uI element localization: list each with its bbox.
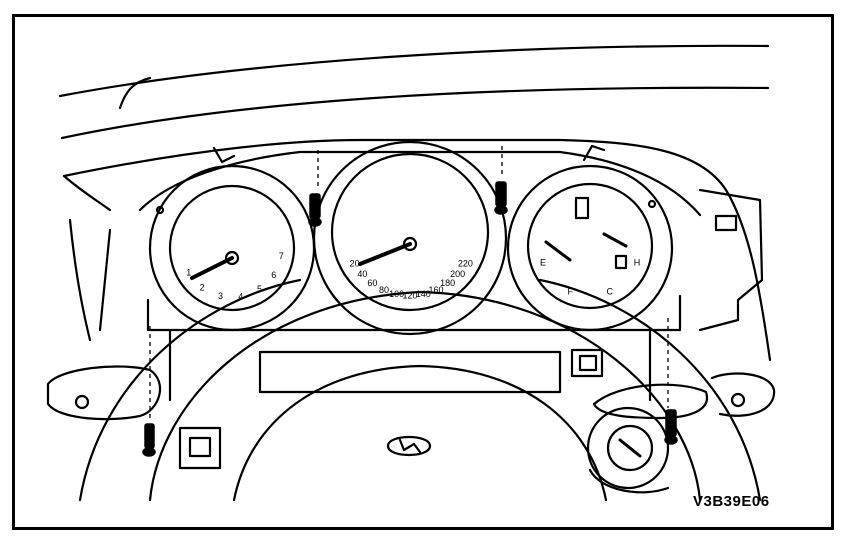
tachometer-needle bbox=[190, 256, 234, 280]
speedometer-tick-label: 80 bbox=[379, 285, 389, 295]
speedometer-tick-label: 160 bbox=[428, 285, 443, 295]
diagram-frame bbox=[12, 14, 834, 530]
ignition-switch bbox=[586, 406, 670, 490]
speedometer-tick-label: 200 bbox=[450, 269, 465, 279]
dash-contour-mid bbox=[62, 138, 772, 362]
screw-top-left bbox=[309, 193, 321, 219]
tachometer-tick-label: 1 bbox=[186, 267, 191, 277]
switch-right bbox=[570, 348, 604, 378]
dash-contour-top bbox=[58, 44, 770, 98]
tachometer-tick-label: 3 bbox=[218, 291, 223, 301]
right-switch-pod bbox=[710, 372, 776, 417]
speedometer-tick-label: 140 bbox=[416, 289, 431, 299]
speedometer-dial bbox=[330, 152, 490, 312]
tachometer-tick-label: 2 bbox=[200, 282, 205, 292]
tachometer-dial bbox=[168, 184, 296, 312]
speedometer-tick-label: 120 bbox=[402, 290, 417, 300]
speedometer-bezel bbox=[312, 140, 508, 336]
fuel-temp-tick-label: H bbox=[634, 257, 641, 267]
fuel-temp-tick-label: E bbox=[540, 257, 546, 267]
tachometer-tick-label: 7 bbox=[279, 251, 284, 261]
screw-top-right bbox=[495, 181, 507, 207]
fuel-temp-tick-label: F bbox=[567, 286, 573, 296]
speedometer-tick-label: 20 bbox=[350, 258, 360, 268]
speedometer-tick-label: 100 bbox=[389, 289, 404, 299]
dash-contour-upper bbox=[60, 86, 770, 140]
tachometer-tick-label: 4 bbox=[238, 292, 243, 302]
left-switch-pod bbox=[46, 365, 161, 421]
steering-wheel-rim-outer bbox=[148, 290, 702, 502]
cluster-hood bbox=[138, 150, 702, 217]
windshield-line bbox=[118, 76, 152, 110]
fuel-temp-bezel bbox=[506, 164, 674, 332]
screw-bottom-right bbox=[665, 409, 677, 437]
steering-wheel-rim-inner bbox=[232, 364, 608, 502]
cluster-housing bbox=[146, 294, 682, 332]
switch-left bbox=[178, 426, 222, 470]
tachometer-tick-label: 5 bbox=[257, 284, 262, 294]
tachometer-tick-label: 6 bbox=[271, 270, 276, 280]
speedometer-tick-label: 40 bbox=[357, 269, 367, 279]
horn-logo bbox=[386, 436, 432, 456]
speedometer-needle bbox=[358, 242, 412, 266]
dash-left-edge bbox=[62, 174, 112, 212]
speedometer-tick-label: 220 bbox=[458, 258, 473, 268]
speedometer-tick-label: 60 bbox=[367, 278, 377, 288]
speedometer-tick-label: 180 bbox=[440, 278, 455, 288]
figure-code-label: V3B39E06 bbox=[693, 493, 770, 510]
warning-lamp bbox=[574, 196, 590, 220]
fuel-temp-tick-label: C bbox=[607, 286, 614, 296]
fuel-temp-dial bbox=[526, 182, 654, 310]
screw-bottom-left bbox=[144, 423, 155, 449]
tachometer-bezel bbox=[148, 164, 316, 332]
